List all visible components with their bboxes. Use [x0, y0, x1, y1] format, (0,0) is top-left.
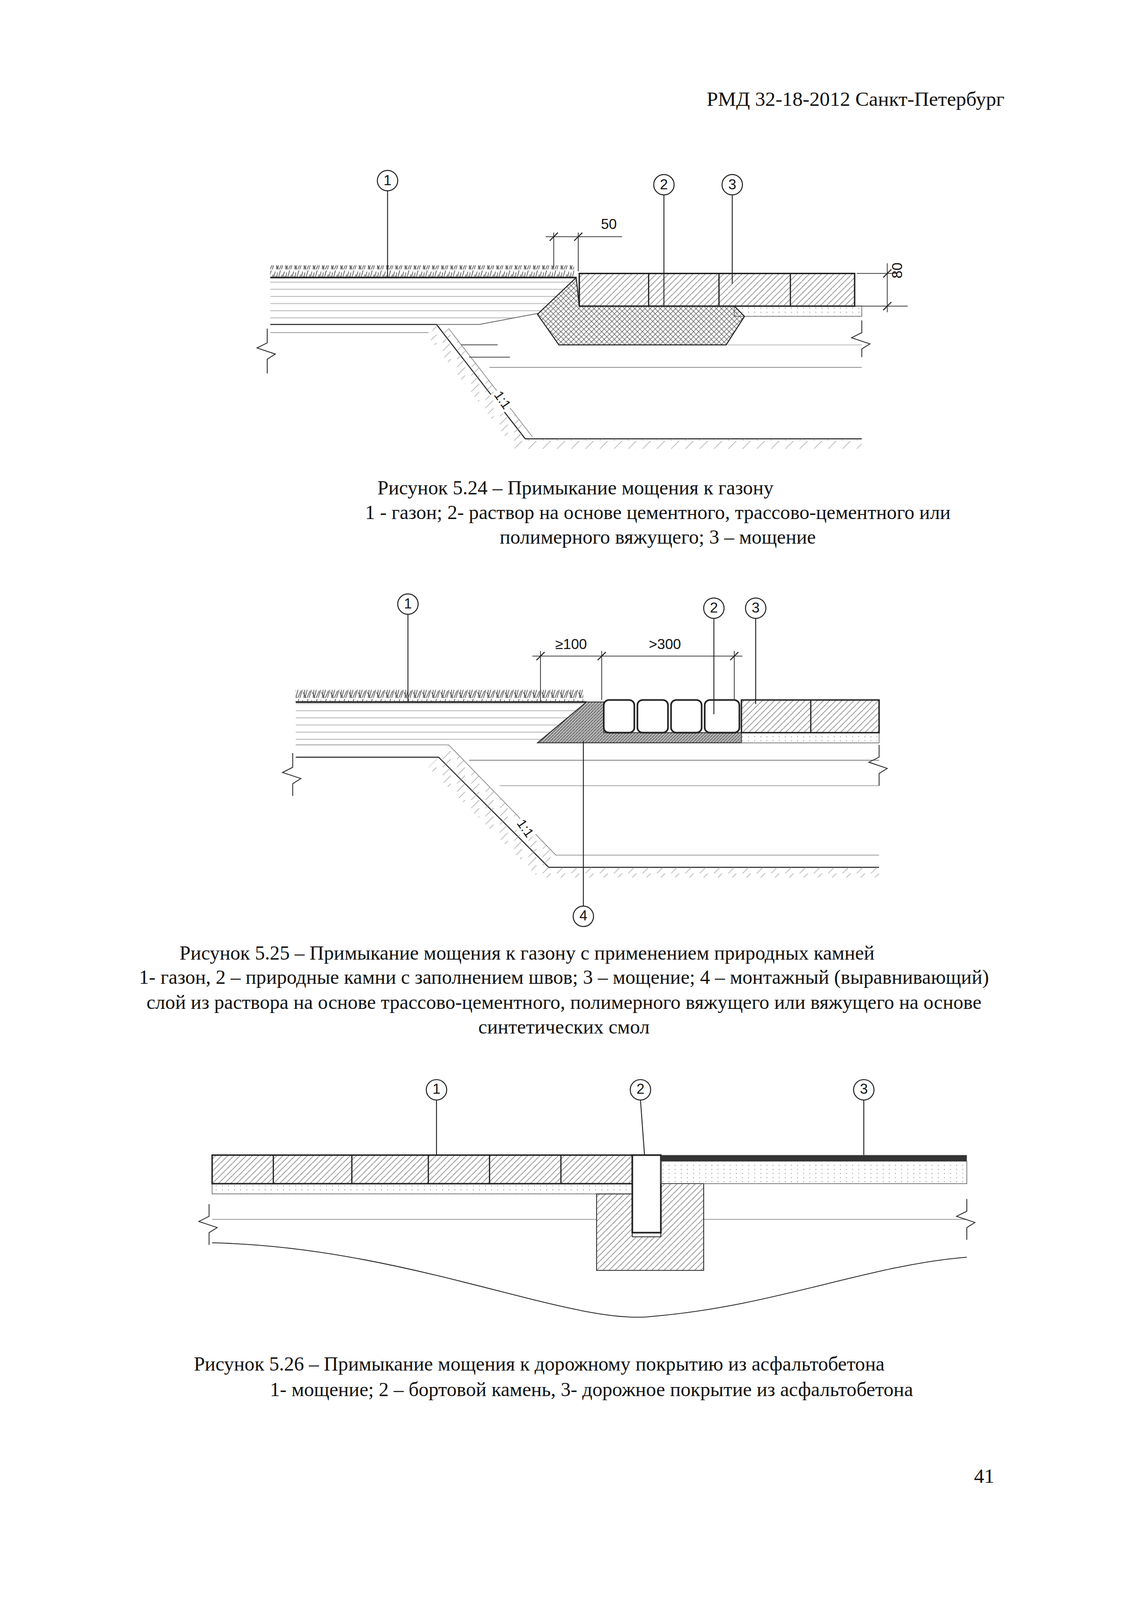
callout-number: 1 [383, 171, 392, 190]
callout-number: 1 [432, 1080, 441, 1099]
callout-number: 2 [636, 1080, 645, 1099]
page-header: РМД 32-18-2012 Санкт-Петербург [706, 86, 1005, 113]
figure-caption: Рисунок 5.24 – Примыкание мощения к газо… [377, 475, 774, 501]
callout-number: 3 [859, 1080, 868, 1099]
figure-caption: Рисунок 5.25 – Примыкание мощения к газо… [179, 940, 875, 966]
figure-caption: Рисунок 5.26 – Примыкание мощения к доро… [193, 1351, 885, 1377]
callout-number: 2 [710, 598, 718, 617]
dimension: 80 [888, 262, 907, 279]
figure-legend: 1- газон, 2 – природные камни с заполнен… [130, 964, 998, 1040]
callout-number: 2 [659, 175, 668, 194]
callout-number: 4 [579, 907, 587, 925]
callout-number: 1 [404, 594, 412, 613]
dimension: ≥100 [555, 635, 587, 654]
dimension: 50 [601, 215, 618, 234]
callout-number: 3 [751, 598, 760, 617]
page-number: 41 [974, 1463, 995, 1489]
slope-ratio: 1:1 [512, 814, 539, 842]
figure-legend: 1- мощение; 2 – бортовой камень, 3- доро… [193, 1376, 990, 1402]
slope-ratio: 1:1 [489, 385, 517, 414]
figure-legend: 1 - газон; 2- раствор на основе цементно… [311, 499, 1005, 550]
dimension: >300 [648, 635, 682, 654]
callout-number: 3 [728, 175, 737, 194]
